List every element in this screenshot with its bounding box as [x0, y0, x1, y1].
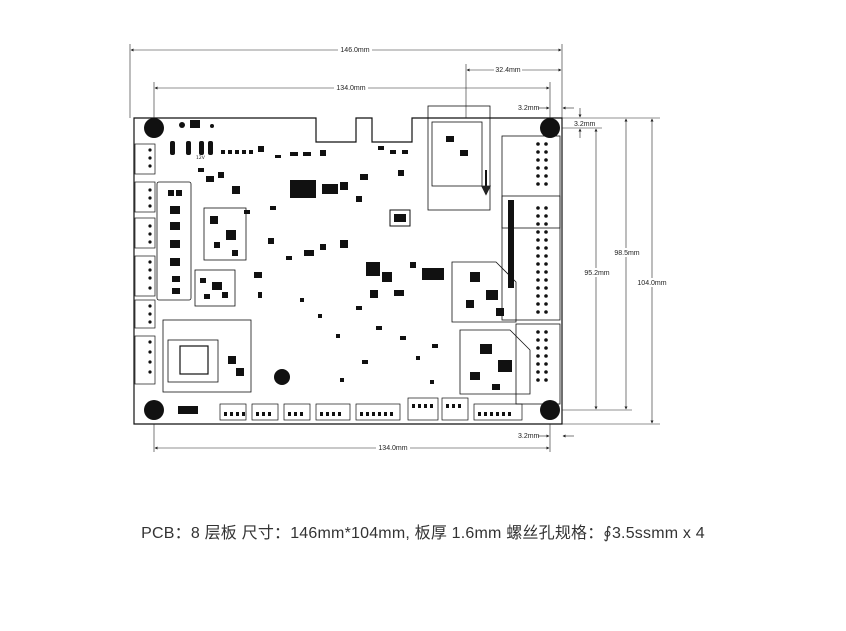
dim-edge-bottom: 3.2mm — [518, 433, 540, 440]
mounting-hole-bottom-left — [144, 400, 164, 420]
left-module-parts — [168, 168, 262, 376]
dim-hole-span-top: 134.0mm — [336, 85, 365, 92]
dim-overall-width: 146.0mm — [340, 47, 369, 54]
dim-edge-top: 3.2mm — [518, 105, 540, 112]
dim-right-offset: 32.4mm — [495, 67, 520, 74]
left-modules — [156, 181, 252, 393]
mounting-hole-bottom-right — [540, 400, 560, 420]
dim-overall-height: 104.0mm — [637, 280, 666, 287]
mounting-hole-top-right — [540, 118, 560, 138]
dimension-labels: 146.0mm 134.0mm 32.4mm 3.2mm 3.2mm 3.2mm… — [334, 45, 667, 452]
top-connectors — [170, 120, 408, 158]
bottom-header-pins — [178, 404, 511, 416]
dim-hole-span-bottom: 134.0mm — [378, 445, 407, 452]
center-components — [268, 170, 444, 384]
right-connector-pins — [446, 136, 548, 390]
power-label: 12V — [196, 155, 206, 161]
dim-height-95: 95.2mm — [584, 270, 609, 277]
pcb-board-outline — [133, 117, 563, 425]
dim-height-98: 98.5mm — [614, 250, 639, 257]
right-modules — [427, 105, 561, 405]
pcb-dimension-drawing: 12V — [129, 44, 667, 452]
mounting-hole-center — [274, 369, 290, 385]
pcb-spec-caption: PCB：8 层板 尺寸：146mm*104mm, 板厚 1.6mm 螺丝孔规格：… — [141, 525, 705, 542]
bottom-headers — [219, 397, 523, 421]
left-connectors — [134, 143, 156, 385]
dim-edge-right: 3.2mm — [574, 121, 596, 128]
mounting-hole-top-left — [144, 118, 164, 138]
left-connector-pins — [148, 148, 152, 374]
